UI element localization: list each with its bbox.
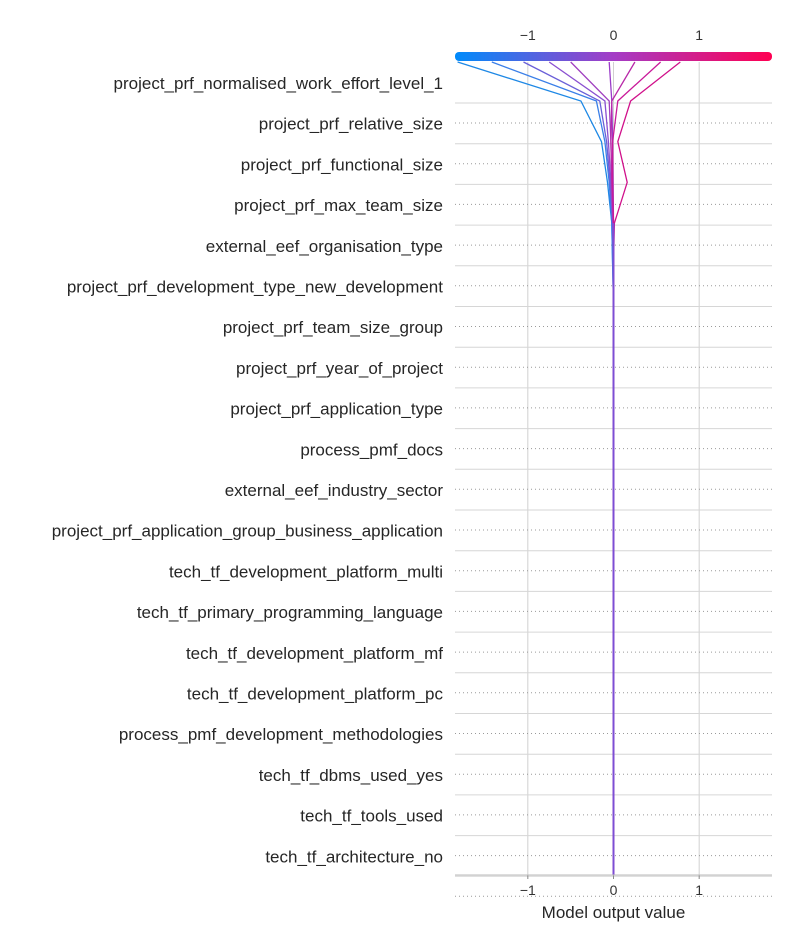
feature-label: tech_tf_dbms_used_yes	[259, 766, 443, 785]
top-tick-label: −1	[520, 27, 536, 43]
colorbar	[455, 52, 772, 61]
decision-lines	[457, 61, 681, 875]
feature-label: project_prf_normalised_work_effort_level…	[114, 74, 443, 93]
feature-label: project_prf_max_team_size	[234, 196, 443, 215]
feature-label: tech_tf_development_platform_pc	[187, 685, 444, 704]
feature-label: process_pmf_development_methodologies	[119, 725, 443, 744]
x-axis-title: Model output value	[542, 903, 686, 922]
feature-label: project_prf_team_size_group	[223, 318, 443, 337]
top-tick-label: 1	[695, 27, 703, 43]
feature-label: project_prf_functional_size	[241, 155, 443, 174]
feature-label: tech_tf_architecture_no	[265, 847, 443, 866]
feature-label: tech_tf_primary_programming_language	[137, 603, 443, 622]
feature-label: project_prf_application_group_business_a…	[52, 522, 443, 541]
feature-labels: project_prf_normalised_work_effort_level…	[52, 74, 444, 866]
feature-label: tech_tf_tools_used	[300, 807, 443, 826]
top-tick-label: 0	[610, 27, 618, 43]
feature-label: project_prf_development_type_new_develop…	[67, 278, 443, 297]
feature-label: project_prf_application_type	[230, 400, 443, 419]
feature-label: tech_tf_development_platform_mf	[186, 644, 443, 663]
bottom-tick-label: 0	[610, 882, 618, 898]
bottom-tick-label: −1	[520, 882, 536, 898]
bottom-axis-ticks: −1 0 1	[455, 874, 772, 898]
top-axis-ticks: −1 0 1	[520, 27, 703, 43]
bottom-tick-label: 1	[695, 882, 703, 898]
feature-label: project_prf_year_of_project	[236, 359, 443, 378]
feature-label: external_eef_organisation_type	[206, 237, 443, 256]
feature-label: project_prf_relative_size	[259, 115, 443, 134]
feature-label: process_pmf_docs	[300, 440, 443, 459]
feature-label: tech_tf_development_platform_multi	[169, 562, 443, 581]
feature-label: external_eef_industry_sector	[225, 481, 444, 500]
